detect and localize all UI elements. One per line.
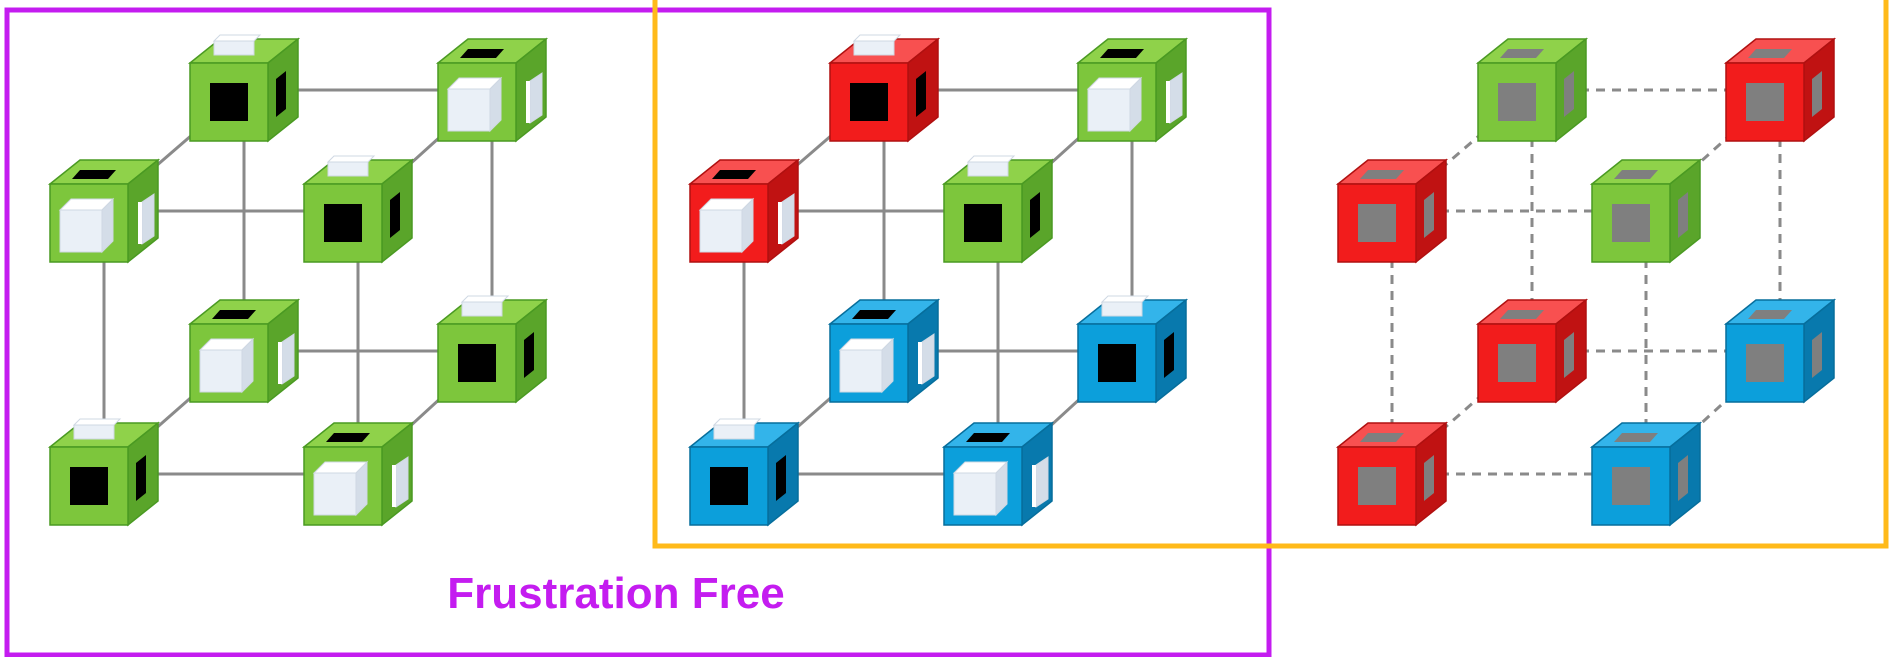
qubit-cube-green: [435, 37, 549, 143]
plug-block: [199, 349, 243, 393]
gray-hole: [1612, 467, 1650, 505]
frustration-free-label: Frustration Free: [447, 569, 784, 618]
qubit-cube-green: [435, 295, 549, 404]
socket-hole: [70, 467, 108, 505]
gray-hole: [1358, 467, 1396, 505]
qubit-cube-green: [47, 158, 161, 264]
gray-hole: [1746, 83, 1784, 121]
frames: [4, 0, 1889, 657]
qubit-cube-blue: [1723, 298, 1837, 404]
panel-middle-mixed: [687, 34, 1189, 527]
qubit-cube-green: [301, 155, 415, 264]
plug-block: [839, 349, 883, 393]
plug-block: [953, 472, 997, 516]
socket-hole: [710, 467, 748, 505]
qubit-cube-blue: [827, 298, 941, 404]
qubit-cube-green: [47, 418, 161, 527]
gray-hole: [1358, 204, 1396, 242]
qubit-cube-blue: [941, 421, 1055, 527]
gray-hole: [1612, 204, 1650, 242]
qubit-cube-red: [1475, 298, 1589, 404]
panel-right-mixed-dashed: [1335, 37, 1837, 527]
socket-hole: [850, 83, 888, 121]
plug-block: [447, 88, 491, 132]
qubit-cube-blue: [687, 418, 801, 527]
plug-block: [1087, 88, 1131, 132]
qubit-cube-green: [1475, 37, 1589, 143]
qubit-cube-blue: [1075, 295, 1189, 404]
gray-hole: [1498, 83, 1536, 121]
gray-hole: [1498, 344, 1536, 382]
qubit-cube-green: [941, 155, 1055, 264]
orange-frame: [652, 0, 1889, 549]
qubit-cube-red: [827, 34, 941, 143]
socket-hole: [324, 204, 362, 242]
qubit-cube-green: [1589, 158, 1703, 264]
qubit-cube-blue: [1589, 421, 1703, 527]
plug-block: [313, 472, 357, 516]
qubit-cube-green: [1075, 37, 1189, 143]
qubit-cube-red: [1723, 37, 1837, 143]
qubit-cube-green: [187, 34, 301, 143]
socket-hole: [458, 344, 496, 382]
qubit-cube-green: [301, 421, 415, 527]
qubit-cube-green: [187, 298, 301, 404]
panel-left-all-green: [47, 34, 549, 527]
qubit-cube-red: [687, 158, 801, 264]
socket-hole: [964, 204, 1002, 242]
plug-block: [59, 209, 103, 253]
frustration-free-frame: [4, 7, 1272, 657]
plug-block: [699, 209, 743, 253]
gray-hole: [1746, 344, 1784, 382]
socket-hole: [210, 83, 248, 121]
qubit-cube-red: [1335, 421, 1449, 527]
socket-hole: [1098, 344, 1136, 382]
qubit-cube-red: [1335, 158, 1449, 264]
